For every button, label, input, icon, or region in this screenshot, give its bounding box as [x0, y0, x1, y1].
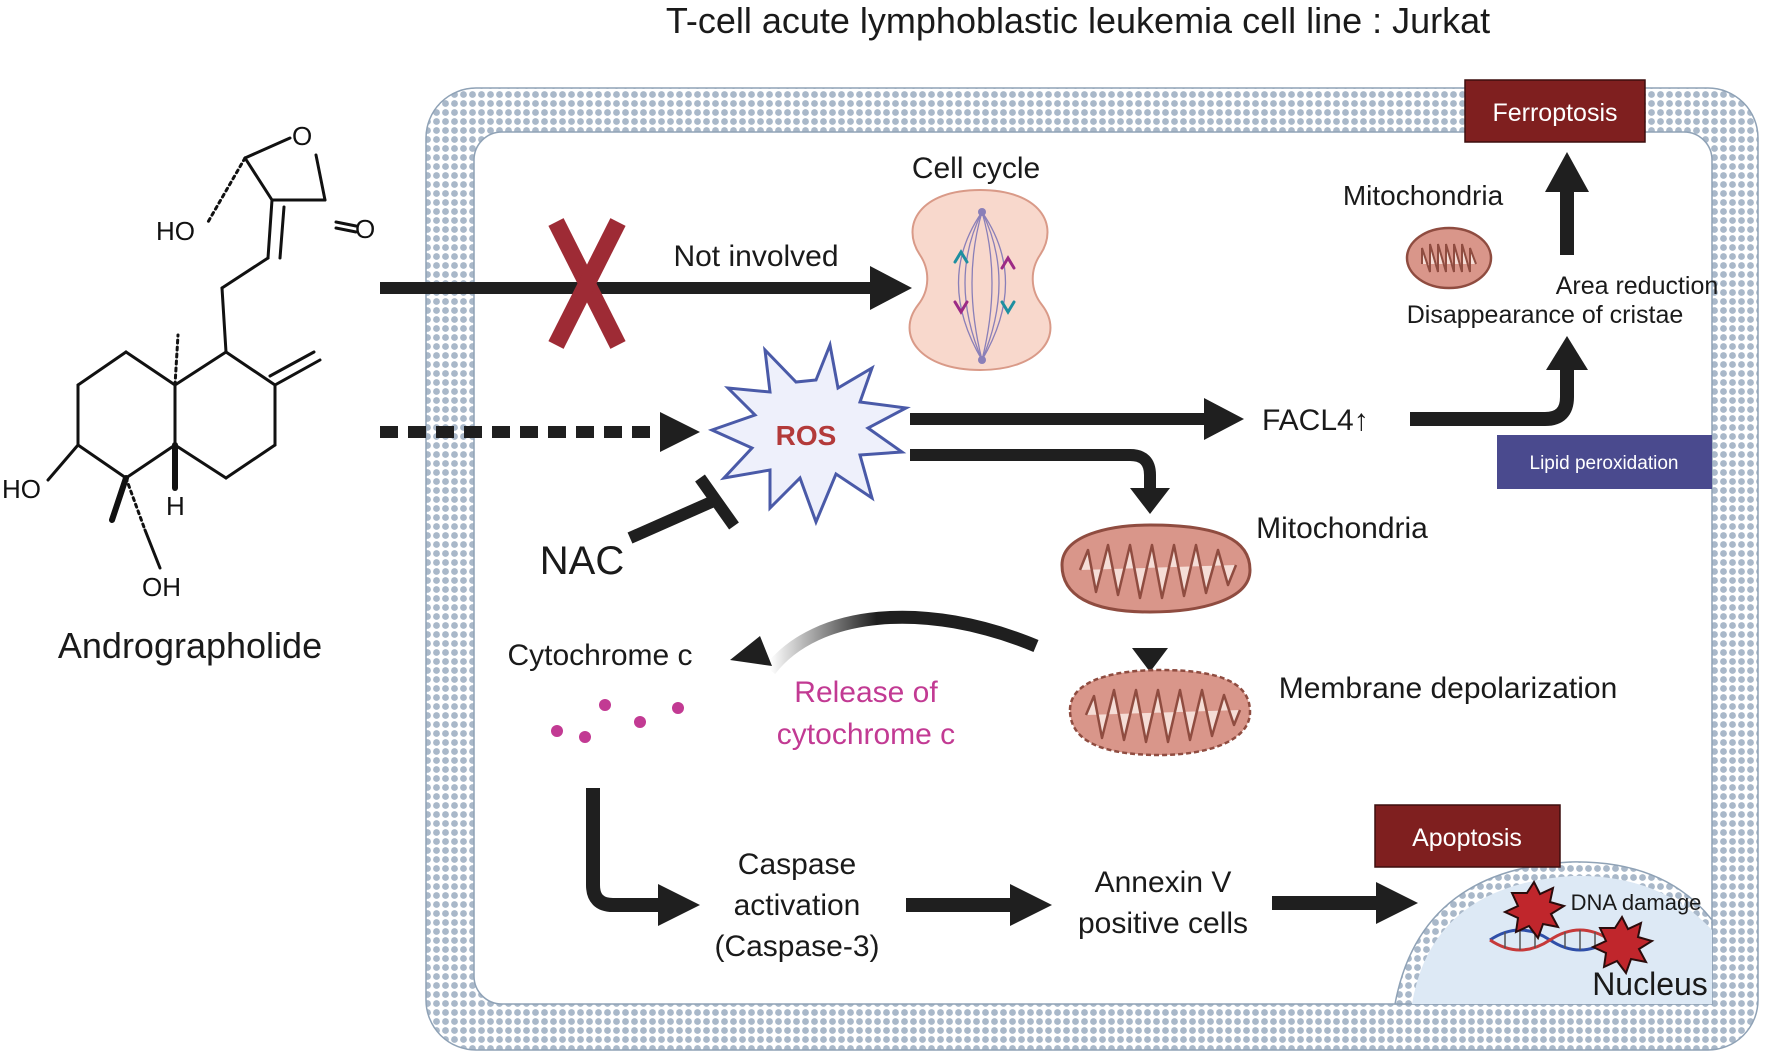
apoptosis-label: Apoptosis	[1412, 824, 1522, 852]
mitochondria-label: Mitochondria	[1256, 512, 1428, 545]
dna-damage-label: DNA damage	[1571, 890, 1702, 915]
cytochrome-dots	[551, 699, 684, 743]
dna-damage-icon	[1502, 879, 1655, 976]
caspase-line1: Caspase	[738, 848, 856, 881]
release-label-line1: Release of	[794, 676, 938, 709]
annexin-to-apoptosis-arrow	[1272, 882, 1418, 924]
to-ferroptosis-arrow	[1545, 152, 1589, 255]
ferroptosis-mitochondria-label: Mitochondria	[1343, 180, 1504, 211]
dna-helix-icon	[1489, 928, 1611, 952]
cytochrome-release-arrow	[730, 610, 1039, 675]
atom-ho-bottom: HO	[2, 474, 41, 504]
atom-ho-top: HO	[156, 216, 195, 246]
lipid-peroxidation-label: Lipid peroxidation	[1530, 453, 1679, 474]
dividing-cell-icon	[908, 188, 1052, 372]
dotted-arrow	[380, 412, 700, 452]
not-involved-arrow	[380, 266, 912, 310]
ros-to-facl4-arrow	[910, 398, 1244, 440]
lipid-peroxidation-box	[1497, 435, 1712, 489]
nac-label: NAC	[540, 539, 624, 583]
cytochrome-to-caspase-arrow	[586, 788, 700, 926]
mitochondria-icon	[1060, 523, 1252, 614]
annexin-line1: Annexin V	[1095, 866, 1232, 899]
caspase-to-annexin-arrow	[906, 884, 1052, 926]
facl4-label: FACL4↑	[1262, 404, 1369, 437]
nucleus-label: Nucleus	[1592, 966, 1708, 1002]
ros-burst-icon	[707, 339, 911, 527]
nac-inhibition	[627, 474, 739, 544]
caspase-line2: activation	[734, 889, 861, 922]
ros-label: ROS	[776, 420, 837, 451]
small-mitochondria-icon	[1405, 226, 1493, 290]
facl4-to-ferroptosis-arrow	[1410, 336, 1588, 426]
atom-h: H	[166, 491, 185, 521]
apoptosis-box	[1374, 804, 1561, 868]
atom-oh: OH	[142, 572, 181, 602]
cell-cycle-label: Cell cycle	[912, 152, 1040, 185]
ferroptosis-label: Ferroptosis	[1492, 99, 1617, 127]
caspase-line3: (Caspase-3)	[714, 930, 879, 963]
cross-mark-icon	[548, 218, 626, 349]
effect-cristae: Disappearance of cristae	[1407, 301, 1684, 329]
annexin-line2: positive cells	[1078, 907, 1248, 940]
diagram-title: T-cell acute lymphoblastic leukemia cell…	[666, 0, 1490, 41]
andrographolide-structure	[46, 136, 358, 570]
depolarized-mitochondria-icon	[1068, 668, 1252, 757]
cytochrome-c-label: Cytochrome c	[507, 639, 692, 672]
ros-to-mitochondria-arrow	[910, 449, 1170, 514]
atom-o-ring: O	[292, 121, 312, 151]
atom-o-carbonyl: O	[355, 214, 375, 244]
release-label-line2: cytochrome c	[777, 718, 955, 751]
nucleus	[1394, 861, 1713, 1005]
membrane-depolarization-label: Membrane depolarization	[1279, 672, 1618, 705]
not-involved-label: Not involved	[673, 240, 838, 273]
compound-name: Andrographolide	[58, 625, 322, 666]
effect-area-reduction: Area reduction	[1556, 272, 1719, 300]
mito-to-depolarization-arrow	[1132, 615, 1168, 672]
ferroptosis-box	[1464, 79, 1646, 143]
